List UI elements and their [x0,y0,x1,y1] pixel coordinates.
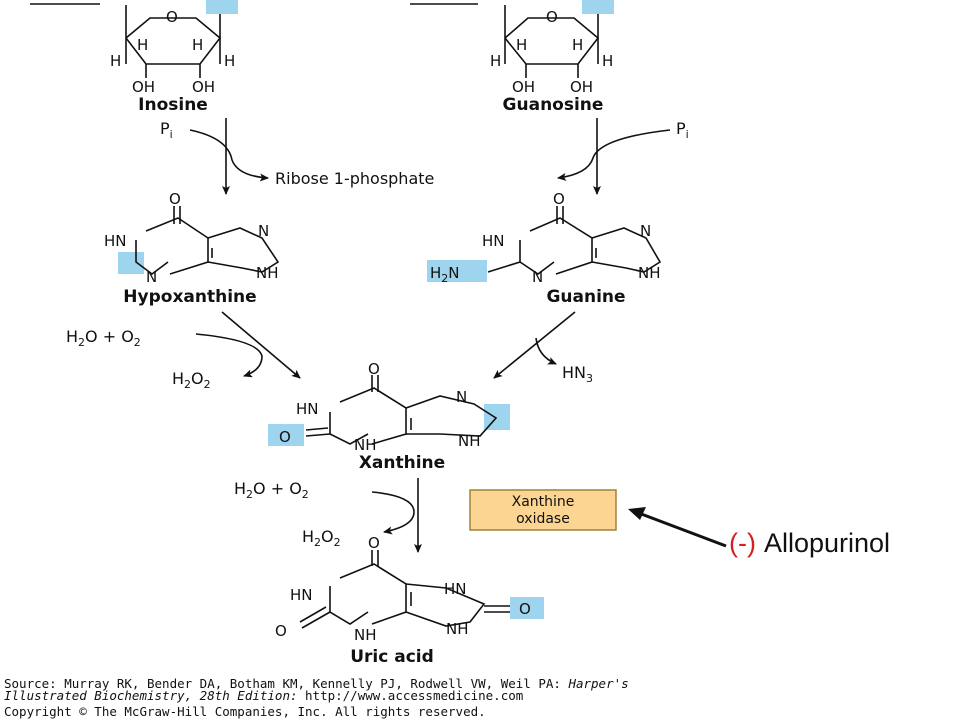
to-xanthine-step: H2O + O2 H2O2 HN3 [66,311,593,391]
hn3-out-arrow [535,337,557,365]
copyright-line: Copyright © The McGraw-Hill Companies, I… [4,704,486,719]
pi-right: Pi [676,119,689,141]
guanine-o: O [553,190,565,208]
source-citation: Source: Murray RK, Bender DA, Botham KM,… [4,676,629,719]
highlight-guanosine [582,0,614,14]
uric-acid-nh9: NH [446,620,469,638]
uric-acid-nh3: NH [354,626,377,644]
highlight-uric-acid-o [510,597,544,619]
highlight-xanthine-o [268,424,304,446]
guanosine-h4: H [602,52,613,70]
uric-acid-label: Uric acid [350,647,434,667]
h2o2-lower: H2O2 [302,527,341,549]
xanthine-oxidase-box: Xanthine oxidase [469,489,617,531]
enzyme-line1: Xanthine [512,494,575,510]
inosine-h4: H [224,52,235,70]
h2o2-upper: H2O2 [172,369,211,391]
hypoxanthine-n3: N [146,268,157,286]
hn3-label: HN3 [562,363,593,385]
xanthine-o6: O [368,360,380,378]
guanine-n3: N [532,268,543,286]
uric-acid-o6: O [368,534,380,552]
xanthine-o2: O [279,428,291,446]
hypoxanthine-label: Hypoxanthine [123,287,256,307]
h2o-o2-upper: H2O + O2 [66,327,141,349]
hypoxanthine-to-xanthine-arrow [221,311,301,379]
guanine-to-xanthine-arrow [493,311,576,379]
inhibition-arrow [635,510,727,548]
highlight-inosine [206,0,238,14]
uric-acid-structure: O HN O NH HN NH O Uric acid [275,534,544,667]
guanosine-h1: H [516,36,527,54]
guanosine-label: Guanosine [503,95,604,115]
xanthine-nh3: NH [354,436,377,454]
xanthine-structure: O HN O NH N NH Xanthine [268,360,510,473]
xanthine-n7: N [456,388,467,406]
guanosine-h2: H [572,36,583,54]
xanthine-nh9: NH [458,432,481,450]
guanine-nh: NH [638,264,661,282]
hypoxanthine-nh: NH [256,264,279,282]
allopurinol-label: (-)Allopurinol [729,528,890,558]
h2o-o2-left-arrow [195,333,263,378]
uric-acid-o8: O [519,600,531,618]
inosine-oh1: OH [132,78,155,96]
highlight-guanine [427,260,487,282]
h2o-o2-lower-arrow [371,491,415,535]
guanine-structure: O HN H2N N N NH Guanine [427,190,662,307]
source-line2: Illustrated Biochemistry, 28th Edition: … [4,688,523,703]
hypoxanthine-n7: N [258,222,269,240]
uric-acid-hn1: HN [290,586,313,604]
source-line1: Source: Murray RK, Bender DA, Botham KM,… [4,676,629,691]
hypoxanthine-o: O [169,190,181,208]
allopurinol-inhibition: (-)Allopurinol [628,507,890,558]
uric-acid-hn7: HN [444,580,467,598]
inosine-h3: H [110,52,121,70]
inosine-oh2: OH [192,78,215,96]
guanosine-oh1: OH [512,78,535,96]
pi-in-left-arrow [189,129,269,182]
guanine-h2n: H2N [430,264,460,285]
inosine-h1: H [137,36,148,54]
hypoxanthine-structure: O HN N N NH Hypoxanthine [104,190,280,307]
guanosine-h3: H [490,52,501,70]
xanthine-label: Xanthine [359,453,445,473]
highlight-hypoxanthine [118,252,144,274]
inosine-label: Inosine [138,95,208,115]
inhibition-arrowhead [628,507,646,520]
phosphorolysis-step: Pi Pi Ribose 1-phosphate [160,118,689,195]
guanine-label: Guanine [546,287,625,307]
inosine-structure: O H H H H OH OH Inosine [30,0,238,115]
uric-acid-o2: O [275,622,287,640]
enzyme-line2: oxidase [516,511,570,527]
guanosine-ring-o: O [546,8,558,26]
pi-left: Pi [160,119,173,141]
inosine-ring-o: O [166,8,178,26]
hypoxanthine-hn: HN [104,232,127,250]
guanosine-structure: O H H H H OH OH Guanosine [410,0,614,115]
pi-in-right-arrow [557,129,671,181]
guanine-hn: HN [482,232,505,250]
inosine-h2: H [192,36,203,54]
to-uric-acid-step: H2O + O2 H2O2 [234,478,422,553]
guanosine-oh2: OH [570,78,593,96]
xanthine-hn: HN [296,400,319,418]
ribose-1-phosphate-label: Ribose 1-phosphate [275,169,434,188]
h2o-o2-lower: H2O + O2 [234,479,309,501]
guanine-n7: N [640,222,651,240]
